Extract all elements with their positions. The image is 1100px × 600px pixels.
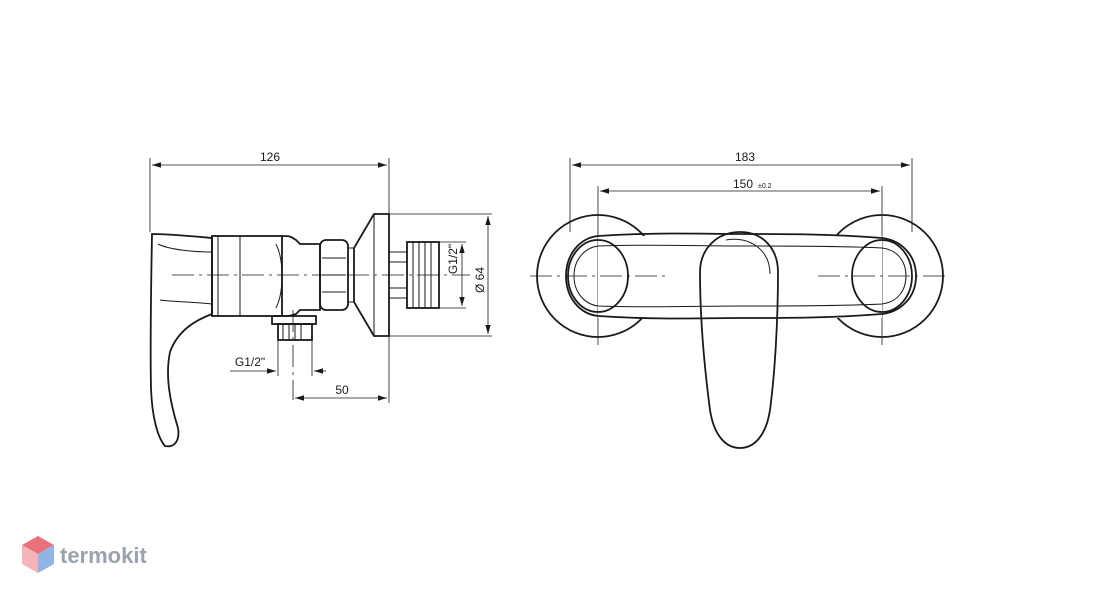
dim-label-50: 50 xyxy=(335,383,349,397)
right-cap xyxy=(851,239,913,313)
mixer-body xyxy=(211,235,321,317)
dim-label-d64: Ø 64 xyxy=(473,267,487,293)
dimension-outlet-offset: 50 xyxy=(295,336,390,403)
inlet-connector xyxy=(388,241,440,309)
brand-logo-icon xyxy=(22,536,54,573)
lever-handle xyxy=(149,233,213,448)
outlet-connector xyxy=(271,310,317,400)
dimension-flange-diameter: Ø 64 xyxy=(389,213,492,337)
dim-label-150: 150 xyxy=(733,177,753,191)
front-view: 183 150 ±0.2 xyxy=(530,150,950,449)
dim-label-outlet-g12: G1/2" xyxy=(235,355,265,369)
dim-label-126: 126 xyxy=(260,150,280,164)
side-view: 126 xyxy=(149,150,492,448)
dimension-inlet-thread: G1/2" xyxy=(439,241,466,309)
dim-label-inlet-g12: G1/2" xyxy=(446,244,460,274)
brand-name: termokit xyxy=(60,543,147,568)
lever-front xyxy=(699,231,779,449)
dim-label-183: 183 xyxy=(735,150,755,164)
dimension-overall-width-front: 183 xyxy=(569,150,913,232)
hex-nut xyxy=(319,239,355,311)
dim-tolerance: ±0.2 xyxy=(758,183,772,190)
dimension-overall-width-side: 126 xyxy=(149,150,390,232)
brand-watermark: termokit xyxy=(22,536,147,573)
dimension-outlet-thread: G1/2" xyxy=(230,340,326,376)
